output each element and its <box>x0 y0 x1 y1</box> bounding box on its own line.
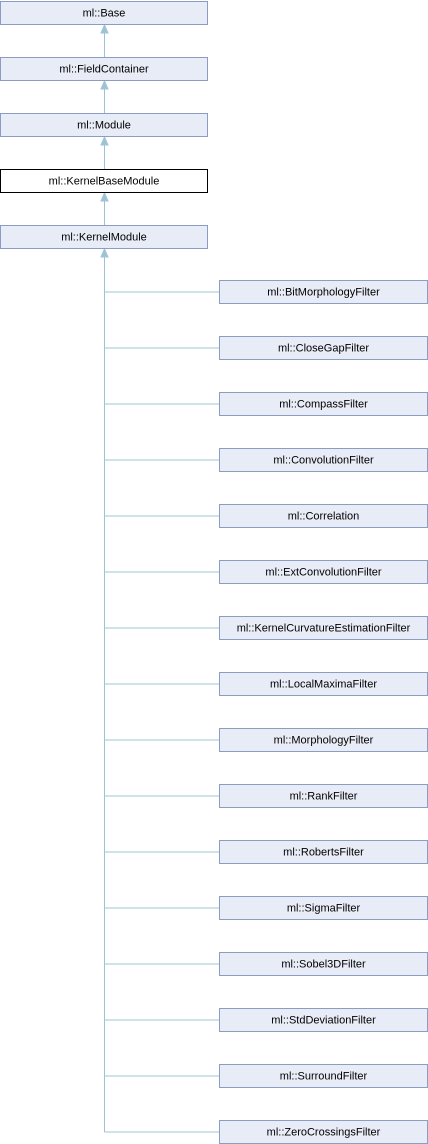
node-base[interactable]: ml::Base <box>0 1 208 25</box>
class-box[interactable] <box>0 113 208 137</box>
node-module[interactable]: ml::Module <box>0 113 208 137</box>
inheritance-arrow <box>100 247 109 258</box>
class-label: ml::LocalMaximaFilter <box>270 679 377 691</box>
class-label: ml::SurroundFilter <box>280 1071 368 1083</box>
class-label: ml::FieldContainer <box>59 64 149 76</box>
class-box[interactable] <box>0 169 208 193</box>
class-label: ml::ExtConvolutionFilter <box>265 567 381 579</box>
class-label: ml::Correlation <box>288 511 360 523</box>
node-std-deviation-filter[interactable]: ml::StdDeviationFilter <box>219 1008 428 1032</box>
class-label: ml::MorphologyFilter <box>274 735 374 747</box>
class-label: ml::Base <box>83 8 126 20</box>
class-label: ml::Module <box>77 120 131 132</box>
node-ext-convolution-filter[interactable]: ml::ExtConvolutionFilter <box>219 560 428 584</box>
node-convolution-filter[interactable]: ml::ConvolutionFilter <box>219 448 428 472</box>
class-label: ml::KernelModule <box>61 232 147 244</box>
class-label: ml::BitMorphologyFilter <box>267 287 380 299</box>
class-label: ml::CloseGapFilter <box>278 343 369 355</box>
inheritance-arrow <box>100 191 109 202</box>
class-label: ml::KernelBaseModule <box>49 176 160 188</box>
class-label: ml::ConvolutionFilter <box>273 455 374 467</box>
node-rank-filter[interactable]: ml::RankFilter <box>219 784 428 808</box>
class-label: ml::Sobel3DFilter <box>281 959 366 971</box>
inheritance-arrow <box>100 23 109 34</box>
node-zero-crossings-filter[interactable]: ml::ZeroCrossingsFilter <box>219 1120 428 1144</box>
node-bit-morphology-filter[interactable]: ml::BitMorphologyFilter <box>219 280 428 304</box>
class-label: ml::RankFilter <box>290 791 358 803</box>
node-local-maxima-filter[interactable]: ml::LocalMaximaFilter <box>219 672 428 696</box>
class-box[interactable] <box>0 1 208 25</box>
inheritance-edges <box>100 23 219 1133</box>
class-label: ml::KernelCurvatureEstimationFilter <box>237 623 411 635</box>
inheritance-arrow <box>100 79 109 90</box>
node-morphology-filter[interactable]: ml::MorphologyFilter <box>219 728 428 752</box>
node-kernel-curvature-estimation-filter[interactable]: ml::KernelCurvatureEstimationFilter <box>219 616 428 640</box>
node-compass-filter[interactable]: ml::CompassFilter <box>219 392 428 416</box>
node-sobel3-dfilter[interactable]: ml::Sobel3DFilter <box>219 952 428 976</box>
inheritance-arrow <box>100 135 109 146</box>
class-label: ml::CompassFilter <box>279 399 368 411</box>
class-label: ml::ZeroCrossingsFilter <box>267 1127 381 1139</box>
node-roberts-filter[interactable]: ml::RobertsFilter <box>219 840 428 864</box>
node-sigma-filter[interactable]: ml::SigmaFilter <box>219 896 428 920</box>
node-correlation[interactable]: ml::Correlation <box>219 504 428 528</box>
class-box[interactable] <box>0 225 208 249</box>
node-kernel-module[interactable]: ml::KernelModule <box>0 225 208 249</box>
class-box[interactable] <box>0 57 208 81</box>
node-kernel-base-module[interactable]: ml::KernelBaseModule <box>0 169 208 193</box>
class-label: ml::RobertsFilter <box>283 847 364 859</box>
node-surround-filter[interactable]: ml::SurroundFilter <box>219 1064 428 1088</box>
class-label: ml::SigmaFilter <box>287 903 361 915</box>
class-label: ml::StdDeviationFilter <box>271 1015 376 1027</box>
node-close-gap-filter[interactable]: ml::CloseGapFilter <box>219 336 428 360</box>
node-field-container[interactable]: ml::FieldContainer <box>0 57 208 81</box>
